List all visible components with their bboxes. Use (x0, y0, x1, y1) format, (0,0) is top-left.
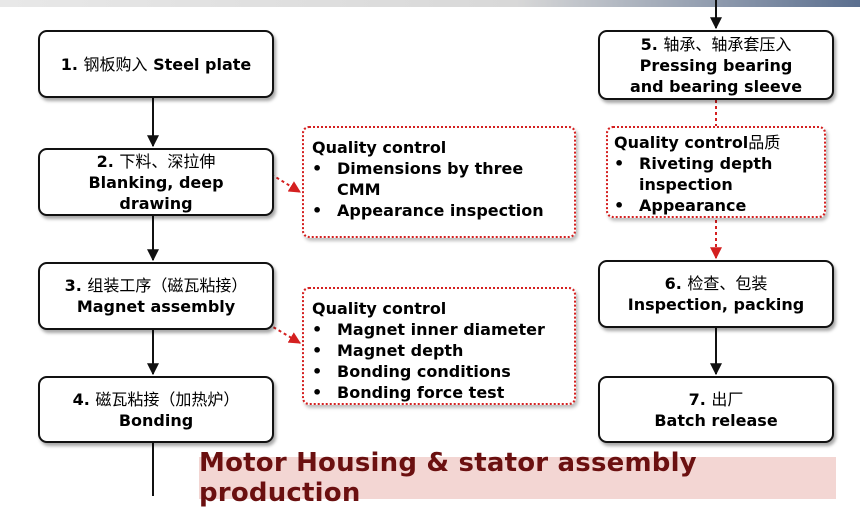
qc-item: Bonding conditions (312, 361, 566, 382)
step-6-label: 6. 检查、包装 (664, 274, 768, 293)
step-7-box: 7. 出厂 Batch release (598, 376, 834, 443)
step-2-en-line2: drawing (119, 193, 193, 213)
step-6-box: 6. 检查、包装 Inspection, packing (598, 260, 834, 328)
qc-item: Dimensions by three CMM (312, 158, 566, 200)
step-5-en-line1: Pressing bearing (639, 55, 793, 75)
qc-list: Dimensions by three CMM Appearance inspe… (312, 158, 566, 221)
step-7-en: Batch release (654, 410, 778, 430)
step-5-en-line2: and bearing sleeve (629, 76, 803, 96)
qc-item: Appearance (614, 195, 818, 216)
step-4-box: 4. 磁瓦粘接（加热炉） Bonding (38, 376, 274, 443)
step-1-box: 1. 钢板购入 Steel plate (38, 30, 274, 98)
step-3-label: 3. 组装工序（磁瓦粘接） (64, 276, 248, 295)
step-5-box: 5. 轴承、轴承套压入 Pressing bearing and bearing… (598, 30, 834, 100)
step-2-box: 2. 下料、深拉伸 Blanking, deep drawing (38, 148, 274, 216)
step-2-en-line1: Blanking, deep (88, 172, 224, 192)
step-4-en: Bonding (118, 410, 194, 430)
step-5-label: 5. 轴承、轴承套压入 (640, 34, 792, 54)
qc-item: Bonding force test (312, 382, 566, 403)
qc-item: Riveting depth inspection (614, 153, 818, 195)
step-3-en: Magnet assembly (76, 297, 236, 316)
qc-title: Quality control (312, 138, 447, 157)
step-7-label: 7. 出厂 (688, 389, 744, 409)
step-4-label: 4. 磁瓦粘接（加热炉） (72, 389, 240, 409)
qc-box-pressing: Quality control品质 Riveting depth inspect… (606, 126, 826, 218)
qc-list: Riveting depth inspection Appearance (614, 153, 818, 216)
qc-list: Magnet inner diameter Magnet depth Bondi… (312, 319, 566, 403)
qc-item: Magnet inner diameter (312, 319, 566, 340)
qc-box-magnet: Quality control Magnet inner diameter Ma… (302, 287, 576, 405)
step-2-label: 2. 下料、深拉伸 (96, 151, 216, 171)
qc-box-blanking: Quality control Dimensions by three CMM … (302, 126, 576, 238)
title-banner: Motor Housing & stator assembly producti… (199, 448, 836, 508)
top-decor-bar (0, 0, 860, 7)
qc-item: Appearance inspection (312, 200, 566, 221)
step-3-box: 3. 组装工序（磁瓦粘接） Magnet assembly (38, 262, 274, 330)
qc-title: Quality control品质 (614, 133, 781, 152)
step-1-label: 1. 钢板购入 Steel plate (60, 54, 252, 74)
qc-item: Magnet depth (312, 340, 566, 361)
step-6-en: Inspection, packing (627, 295, 805, 314)
qc-title: Quality control (312, 299, 447, 318)
